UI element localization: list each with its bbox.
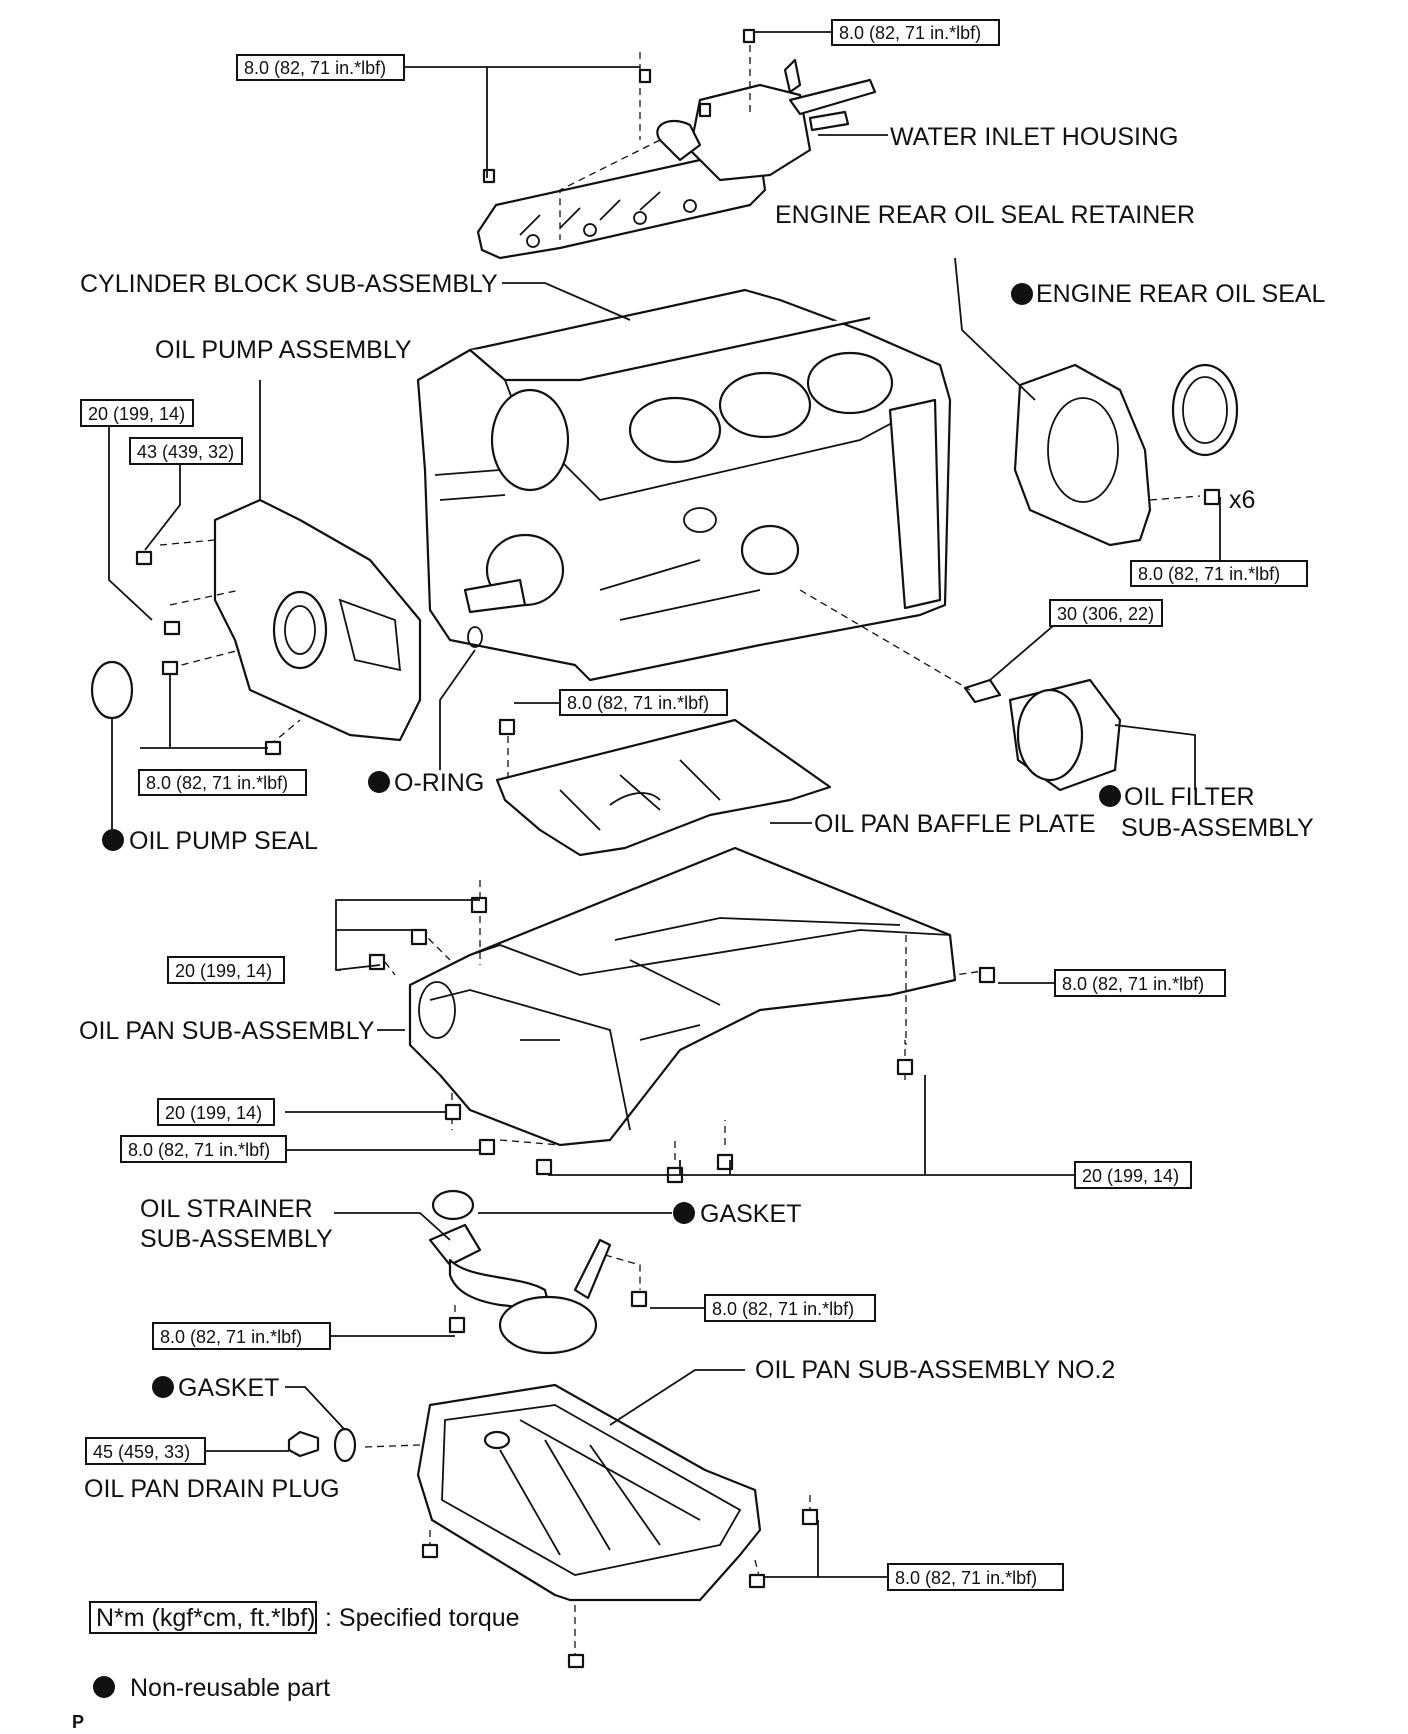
legend-torque-text: : Specified torque bbox=[325, 1604, 520, 1632]
torque-20-oilpan-bottom: 20 (199, 14) bbox=[1082, 1166, 1179, 1186]
torque-box-top-left bbox=[236, 54, 405, 81]
label-oil-strainer-line1: OIL STRAINER bbox=[140, 1195, 313, 1223]
torque-box-strainer-right bbox=[704, 1294, 876, 1322]
torque-30: 30 (306, 22) bbox=[1057, 604, 1154, 624]
torque-top-left: 8.0 (82, 71 in.*lbf) bbox=[244, 58, 386, 78]
torque-pump-bottom: 8.0 (82, 71 in.*lbf) bbox=[146, 773, 288, 793]
label-o-ring: O-RING bbox=[394, 769, 484, 797]
torque-box-20-oilpan-bottom bbox=[1074, 1161, 1192, 1189]
oil-pump-drawing bbox=[90, 498, 422, 756]
label-oil-pan-baffle-plate: OIL PAN BAFFLE PLATE bbox=[814, 810, 1096, 838]
label-oil-pan-sub-assembly: OIL PAN SUB-ASSEMBLY bbox=[79, 1017, 375, 1045]
torque-callouts: 8.0 (82, 71 in.*lbf) 8.0 (82, 71 in.*lbf… bbox=[80, 19, 1308, 1634]
torque-top: 8.0 (82, 71 in.*lbf) bbox=[839, 23, 981, 43]
oil-strainer-drawing bbox=[428, 1189, 648, 1355]
torque-box-45 bbox=[85, 1437, 206, 1465]
torque-45: 45 (459, 33) bbox=[93, 1442, 190, 1462]
torque-oilpan-no2: 8.0 (82, 71 in.*lbf) bbox=[895, 1568, 1037, 1588]
marker-gasket-strainer bbox=[673, 1202, 695, 1224]
label-oil-pan-drain-plug: OIL PAN DRAIN PLUG bbox=[84, 1475, 340, 1503]
leader-lines bbox=[108, 31, 1221, 1578]
torque-box-top bbox=[831, 19, 1000, 46]
oil-pan-no2-drawing bbox=[287, 1383, 819, 1669]
torque-strainer-right: 8.0 (82, 71 in.*lbf) bbox=[712, 1299, 854, 1319]
label-engine-rear-oil-seal: ENGINE REAR OIL SEAL bbox=[1036, 280, 1326, 308]
torque-box-20-oilpan-left bbox=[157, 1098, 275, 1126]
label-oil-filter-line2: SUB-ASSEMBLY bbox=[1121, 814, 1314, 842]
part-labels: WATER INLET HOUSING ENGINE REAR OIL SEAL… bbox=[72, 123, 1326, 1732]
cylinder-block-drawing bbox=[416, 288, 952, 682]
marker-engine-rear-oil-seal bbox=[1011, 283, 1033, 305]
torque-43: 43 (439, 32) bbox=[137, 442, 234, 462]
torque-strainer-left: 8.0 (82, 71 in.*lbf) bbox=[160, 1327, 302, 1347]
marker-oil-pump-seal bbox=[102, 829, 124, 851]
marker-gasket-drain bbox=[152, 1376, 174, 1398]
oil-pan-baffle-plate-drawing bbox=[495, 718, 832, 857]
torque-baffle: 8.0 (82, 71 in.*lbf) bbox=[567, 693, 709, 713]
oil-filter-drawing bbox=[799, 589, 1122, 792]
non-reusable-markers bbox=[93, 283, 1121, 1698]
torque-box-rear-seal bbox=[1130, 560, 1308, 587]
torque-20-oilpan-left: 20 (199, 14) bbox=[165, 1103, 262, 1123]
torque-box-oilpan-left bbox=[120, 1135, 287, 1163]
label-cylinder-block: CYLINDER BLOCK SUB-ASSEMBLY bbox=[80, 270, 498, 298]
rear-oil-seal-retainer-drawing bbox=[1013, 363, 1239, 547]
label-engine-rear-oil-seal-retainer: ENGINE REAR OIL SEAL RETAINER bbox=[775, 201, 1195, 229]
torque-box-43 bbox=[129, 437, 243, 465]
label-oil-pan-no2: OIL PAN SUB-ASSEMBLY NO.2 bbox=[755, 1356, 1115, 1384]
o-ring-drawing bbox=[467, 626, 483, 648]
torque-box-20-pump bbox=[80, 399, 194, 427]
corner-mark: P bbox=[72, 1712, 84, 1732]
label-x6: x6 bbox=[1229, 486, 1255, 514]
marker-legend-non-reusable bbox=[93, 1676, 115, 1698]
torque-20-oilpan-upper: 20 (199, 14) bbox=[175, 961, 272, 981]
legend-torque-box-text: N*m (kgf*cm, ft.*lbf) bbox=[96, 1604, 315, 1632]
torque-20-pump: 20 (199, 14) bbox=[88, 404, 185, 424]
torque-box-baffle bbox=[559, 689, 728, 716]
label-oil-pump-seal: OIL PUMP SEAL bbox=[129, 827, 318, 855]
legend-non-reusable-text: Non-reusable part bbox=[130, 1674, 330, 1702]
marker-o-ring bbox=[368, 771, 390, 793]
water-inlet-housing-drawing bbox=[476, 28, 877, 260]
torque-box-oilpan-right bbox=[1054, 969, 1226, 997]
marker-oil-filter bbox=[1099, 785, 1121, 807]
label-gasket-strainer: GASKET bbox=[700, 1200, 801, 1228]
torque-box-30 bbox=[1049, 599, 1163, 627]
torque-box-strainer-left bbox=[152, 1322, 331, 1350]
torque-rear-seal: 8.0 (82, 71 in.*lbf) bbox=[1138, 564, 1280, 584]
torque-box-20-oilpan-upper bbox=[167, 956, 285, 984]
legend-torque-box bbox=[89, 1601, 317, 1634]
torque-box-pump-bottom bbox=[138, 769, 307, 796]
label-oil-filter-line1: OIL FILTER bbox=[1124, 783, 1255, 811]
torque-oilpan-right: 8.0 (82, 71 in.*lbf) bbox=[1062, 974, 1204, 994]
label-oil-strainer-line2: SUB-ASSEMBLY bbox=[140, 1225, 333, 1253]
torque-box-oilpan-no2 bbox=[887, 1563, 1064, 1591]
label-oil-pump-assembly: OIL PUMP ASSEMBLY bbox=[155, 336, 412, 364]
label-gasket-drain: GASKET bbox=[178, 1374, 279, 1402]
torque-oilpan-left: 8.0 (82, 71 in.*lbf) bbox=[128, 1140, 270, 1160]
oil-pan-drawing bbox=[368, 846, 996, 1184]
label-water-inlet-housing: WATER INLET HOUSING bbox=[890, 123, 1178, 151]
